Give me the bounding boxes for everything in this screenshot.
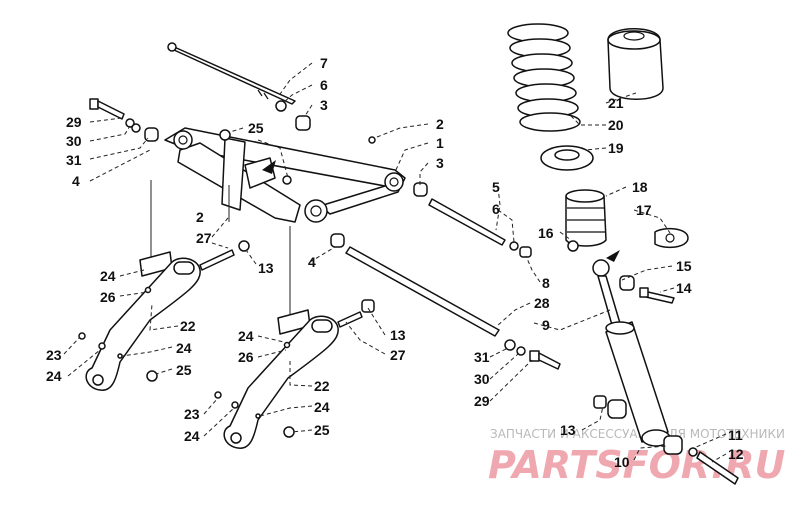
callout-13-shock: 13 xyxy=(560,422,576,438)
part-lower-mount xyxy=(593,395,739,485)
part-right-lever xyxy=(214,299,375,449)
callout-30-right: 30 xyxy=(474,371,490,387)
callout-9: 9 xyxy=(542,317,550,333)
callout-19: 19 xyxy=(608,140,624,156)
callout-1: 1 xyxy=(436,135,444,151)
callout-25-right: 25 xyxy=(314,422,330,438)
callout-6-upper: 6 xyxy=(320,77,328,93)
part-lower-rod-28 xyxy=(345,246,561,370)
callout-26-left: 26 xyxy=(100,289,116,305)
callout-27-left: 27 xyxy=(196,230,212,246)
callout-31-left: 31 xyxy=(66,152,82,168)
callout-2-left: 2 xyxy=(196,209,204,225)
part-cross-rod-5 xyxy=(428,198,532,258)
callout-25-upper: 25 xyxy=(248,120,264,136)
callout-4-center: 4 xyxy=(308,254,316,270)
callout-24-c: 24 xyxy=(46,368,62,384)
callout-29-right: 29 xyxy=(474,393,490,409)
callout-2-right: 2 xyxy=(436,116,444,132)
callout-25-left: 25 xyxy=(176,362,192,378)
callout-24-a: 24 xyxy=(100,268,116,284)
callout-12: 12 xyxy=(728,446,744,462)
callout-3-upper: 3 xyxy=(320,97,328,113)
callout-29-left: 29 xyxy=(66,114,82,130)
callout-7: 7 xyxy=(320,55,328,71)
callout-24-d: 24 xyxy=(238,328,254,344)
part-swing-arm xyxy=(164,127,406,223)
callout-28: 28 xyxy=(534,295,550,311)
assembly-guide-lines xyxy=(150,180,291,315)
callout-4-left: 4 xyxy=(72,173,80,189)
part-left-lever xyxy=(78,240,250,391)
callout-3-right: 3 xyxy=(436,155,444,171)
callout-23-left: 23 xyxy=(46,347,62,363)
callout-24-f: 24 xyxy=(184,428,200,444)
callout-13-left: 13 xyxy=(258,260,274,276)
part-coil-spring xyxy=(507,23,581,132)
callout-23-right: 23 xyxy=(184,406,200,422)
part-bushings xyxy=(89,98,428,248)
callout-5: 5 xyxy=(492,179,500,195)
callout-31-right: 31 xyxy=(474,349,490,365)
callout-27-right: 27 xyxy=(390,347,406,363)
callout-15: 15 xyxy=(676,258,692,274)
part-boot xyxy=(607,28,664,100)
callout-17: 17 xyxy=(636,202,652,218)
callout-30-left: 30 xyxy=(66,133,82,149)
callout-20: 20 xyxy=(608,117,624,133)
part-spring-seat xyxy=(540,145,594,171)
callout-18: 18 xyxy=(632,179,648,195)
callout-21: 21 xyxy=(608,95,624,111)
callout-13-right: 13 xyxy=(390,327,406,343)
callout-14: 14 xyxy=(676,280,692,296)
part-bump-stop xyxy=(565,189,607,247)
callout-labels: 7 6 3 2 1 3 25 29 30 31 4 5 6 8 28 9 21 … xyxy=(46,55,744,470)
part-upper-rod xyxy=(167,42,296,105)
callout-26-right: 26 xyxy=(238,349,254,365)
callout-22-right: 22 xyxy=(314,378,330,394)
callout-24-b: 24 xyxy=(176,340,192,356)
callout-24-e: 24 xyxy=(314,399,330,415)
callout-10: 10 xyxy=(614,454,630,470)
callout-16: 16 xyxy=(538,225,554,241)
watermark-caption: ЗАПЧАСТИ И АКСЕССУАРЫ ДЛЯ МОТОТЕХНИКИ xyxy=(490,427,785,441)
callout-6-right: 6 xyxy=(492,201,500,217)
leader-lines xyxy=(63,62,727,463)
callout-8: 8 xyxy=(542,275,550,291)
callout-22-left: 22 xyxy=(180,318,196,334)
callout-11: 11 xyxy=(728,427,743,443)
